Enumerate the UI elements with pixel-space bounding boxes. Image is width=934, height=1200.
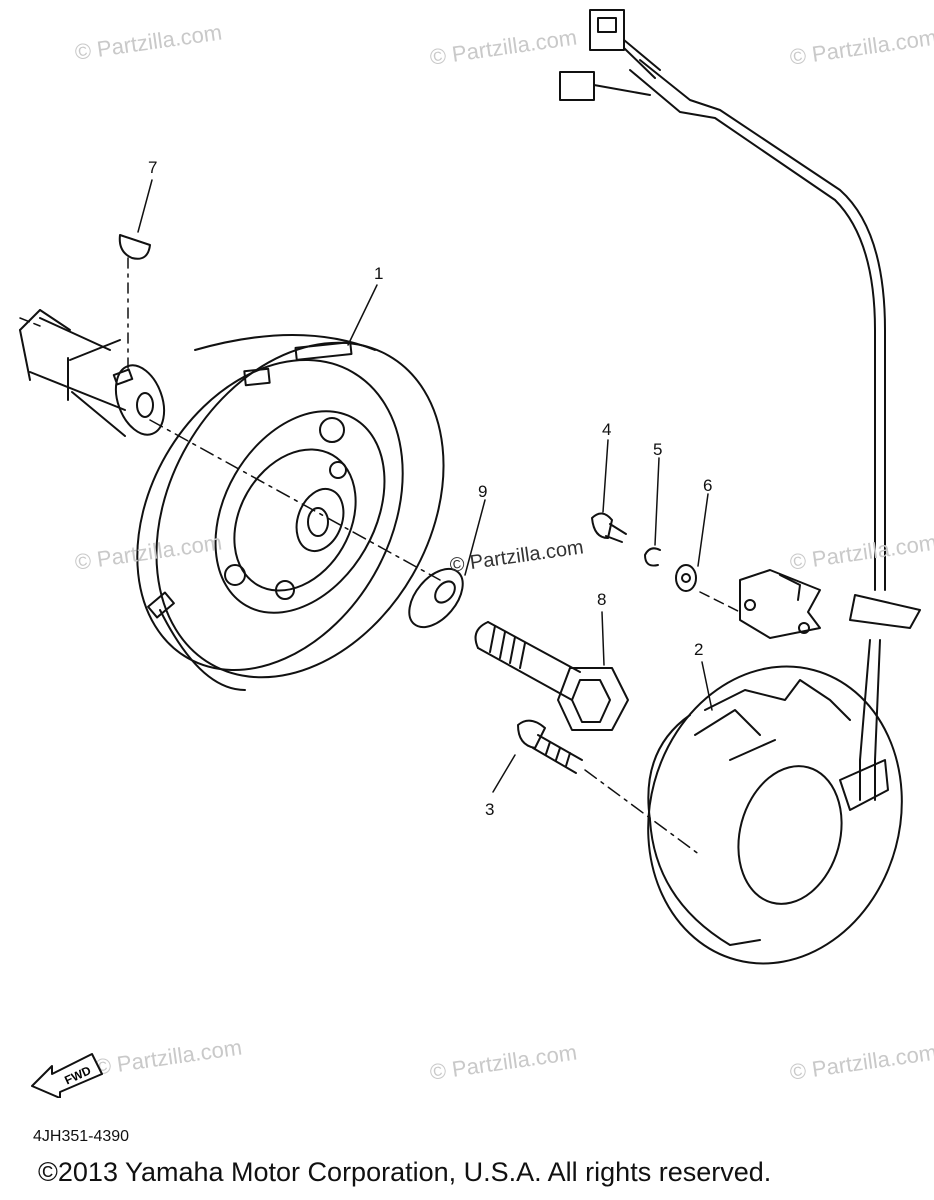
stator-coil	[647, 665, 903, 965]
rotor-bolt	[474, 621, 629, 731]
callout-3: 3	[485, 800, 495, 819]
callout-2: 2	[694, 640, 704, 659]
wire-harness	[559, 9, 921, 811]
woodruff-key	[118, 234, 151, 371]
stator-screw	[517, 719, 701, 856]
callout-9: 9	[478, 482, 488, 501]
callout-7: 7	[148, 158, 158, 177]
flywheel-rotor	[136, 334, 445, 691]
crankshaft	[19, 309, 441, 581]
copyright-notice: ©2013 Yamaha Motor Corporation, U.S.A. A…	[38, 1157, 772, 1187]
lead-clamp-screw	[591, 512, 627, 543]
leader-lines	[137, 179, 713, 793]
callout-8: 8	[597, 590, 607, 609]
small-washer	[675, 564, 741, 613]
circlip	[644, 547, 661, 567]
callout-5: 5	[653, 440, 663, 459]
callout-4: 4	[602, 420, 612, 439]
fwd-arrow-icon: FWD	[30, 1048, 108, 1099]
callout-6: 6	[703, 476, 713, 495]
diagram-code: 4JH351-4390	[33, 1128, 130, 1145]
pickup-coil	[739, 569, 821, 639]
washer	[408, 567, 464, 629]
callout-1: 1	[374, 264, 384, 283]
